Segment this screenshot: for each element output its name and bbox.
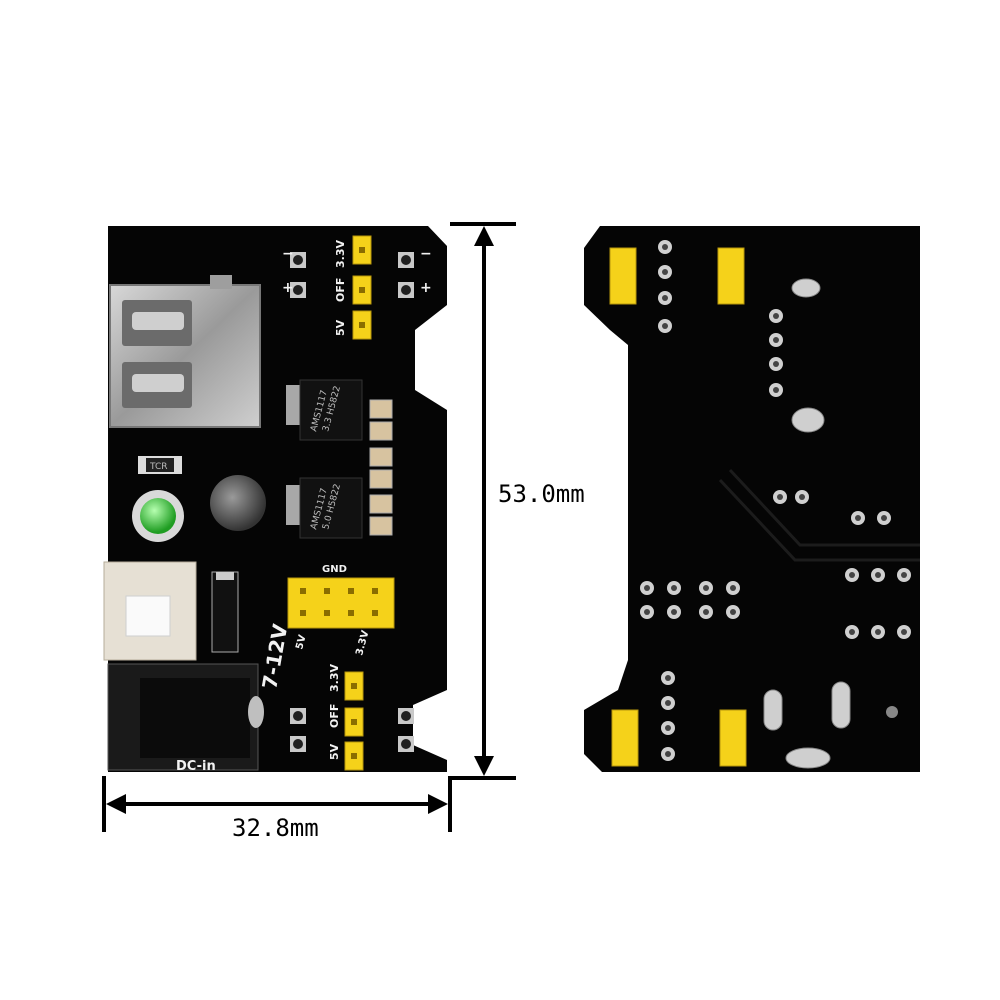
top-left-power-pins: − +: [282, 246, 306, 298]
output-header[interactable]: GND 5V 3.3V: [287, 564, 395, 657]
back-board: [584, 226, 920, 772]
diode: [211, 571, 239, 653]
svg-text:TCR: TCR: [149, 462, 168, 472]
regulator-5v: AMS1117 5.0 H5822: [286, 477, 363, 539]
back-pcb: [584, 226, 920, 772]
power-switch[interactable]: [103, 561, 197, 661]
bottom-voltage-jumper[interactable]: 3.3V OFF 5V: [328, 664, 364, 771]
plus-label: +: [282, 280, 294, 296]
top-right-power-pins: − +: [398, 246, 432, 298]
power-led: [132, 490, 184, 542]
label-3v3-bottom: 3.3V: [328, 664, 341, 692]
label-dcin: DC-in: [176, 759, 216, 774]
width-dimension: 32.8mm: [102, 776, 452, 842]
height-dimension: 53.0mm: [450, 222, 585, 780]
label-5v-top: 5V: [334, 319, 347, 336]
back-jumpers: [609, 247, 747, 767]
usb-port: [109, 275, 261, 428]
height-label: 53.0mm: [498, 480, 585, 508]
label-5v-bottom: 5V: [328, 743, 341, 760]
label-off-bottom: OFF: [328, 704, 341, 728]
width-label: 32.8mm: [232, 814, 319, 842]
dc-barrel-jack: DC-in: [107, 663, 264, 774]
svg-text:+: +: [420, 280, 432, 296]
label-5v-header: 5V: [294, 633, 308, 650]
label-3v3-top: 3.3V: [334, 240, 347, 268]
back-traces: [718, 468, 920, 562]
smd-capacitors: [369, 399, 393, 536]
back-oval-pads: [763, 278, 898, 769]
regulator-3v3: AMS1117 3.3 H5822: [286, 379, 363, 441]
label-gnd: GND: [322, 564, 347, 575]
minus-label: −: [282, 246, 294, 262]
small-resistor: TCR: [138, 456, 182, 474]
label-off-top: OFF: [334, 278, 347, 302]
electrolytic-capacitor: [210, 475, 266, 531]
front-board: − + − + 3.3V OFF 5V AMS1117 3.3 H5822: [103, 226, 447, 774]
svg-text:−: −: [420, 246, 432, 262]
top-voltage-jumper[interactable]: 3.3V OFF 5V: [334, 235, 372, 340]
